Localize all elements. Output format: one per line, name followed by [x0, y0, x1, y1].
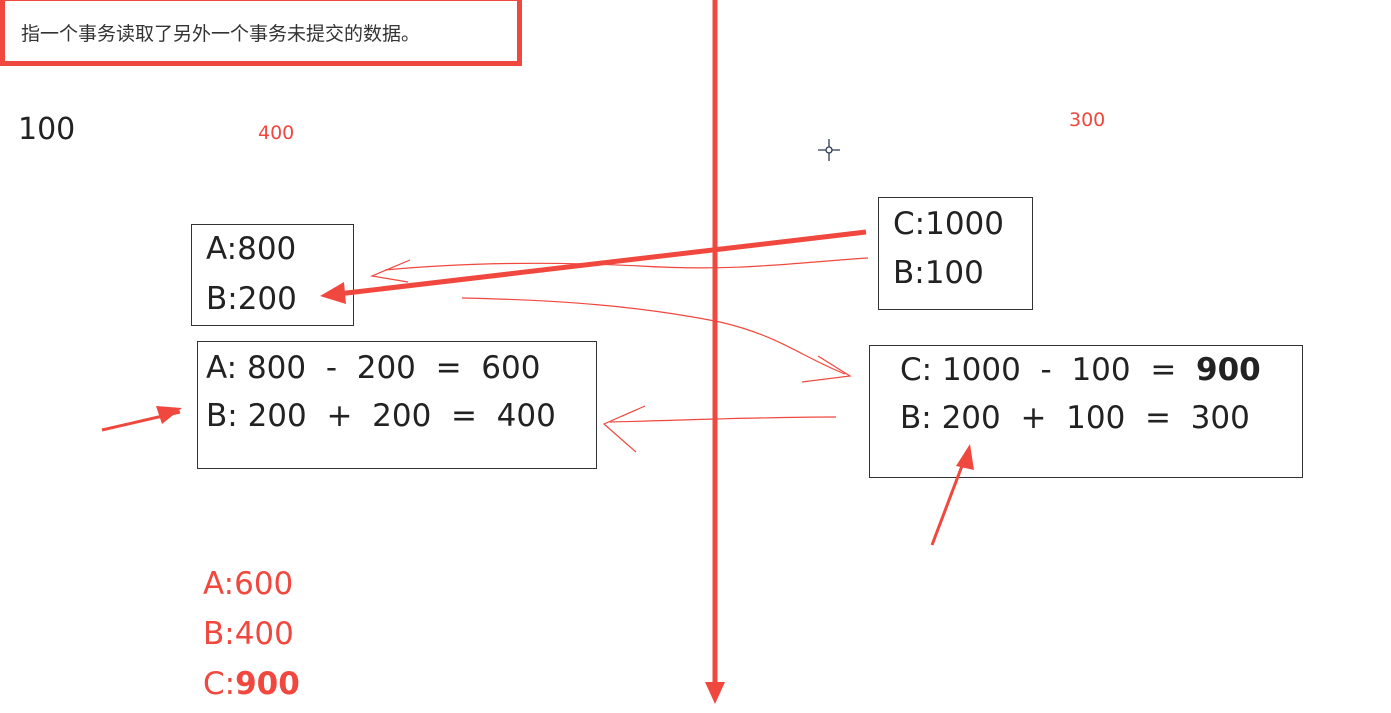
left-calc-box: A: 800 - 200 = 600 B: 200 + 200 = 400 [197, 341, 597, 469]
right-calc-line-c: C: 1000 - 100 = 900 [900, 352, 1261, 388]
result-c-value: 900 [235, 666, 300, 702]
result-c: C:900 [203, 666, 300, 702]
left-red-value: 400 [258, 122, 295, 144]
crosshair-cursor-icon [818, 139, 840, 161]
result-c-label: C: [203, 666, 236, 702]
left-initial-line-a: A:800 [206, 231, 297, 267]
right-initial-line-c: C:1000 [893, 206, 1004, 242]
thin-arrow-b-to-left-head [369, 259, 411, 283]
right-calc-line-c-expression: C: 1000 - 100 = [900, 352, 1196, 388]
pointer-arrow-left [101, 410, 181, 432]
right-initial-line-b: B:100 [893, 255, 984, 291]
read-uncommitted-arrow [337, 229, 867, 297]
definition-highlight-box: 指一个事务读取了另外一个事务未提交的数据。 [0, 0, 522, 66]
definition-text: 指一个事务读取了另外一个事务未提交的数据。 [21, 23, 421, 45]
center-divider-arrowhead [705, 682, 725, 704]
top-left-value: 100 [18, 112, 76, 147]
left-initial-line-b: B:200 [206, 281, 297, 317]
result-b: B:400 [203, 616, 294, 652]
thin-arrow-right-to-left [609, 416, 837, 423]
right-red-value: 300 [1069, 109, 1106, 131]
left-calc-line-b: B: 200 + 200 = 400 [206, 398, 556, 434]
result-a: A:600 [203, 566, 294, 602]
right-calc-box: C: 1000 - 100 = 900 B: 200 + 100 = 300 [869, 345, 1303, 478]
right-initial-box: C:1000 B:100 [878, 197, 1033, 310]
right-calc-line-c-result: 900 [1196, 352, 1261, 388]
thin-arrow-right-to-left-head [602, 405, 646, 453]
thin-arrow-left-to-right-head [801, 355, 852, 383]
right-calc-line-b: B: 200 + 100 = 300 [900, 400, 1250, 436]
left-calc-line-a: A: 800 - 200 = 600 [206, 350, 541, 386]
pointer-arrow-left-head [156, 406, 182, 424]
left-initial-box: A:800 B:200 [191, 224, 354, 326]
thin-arrow-b-to-left [384, 257, 869, 271]
